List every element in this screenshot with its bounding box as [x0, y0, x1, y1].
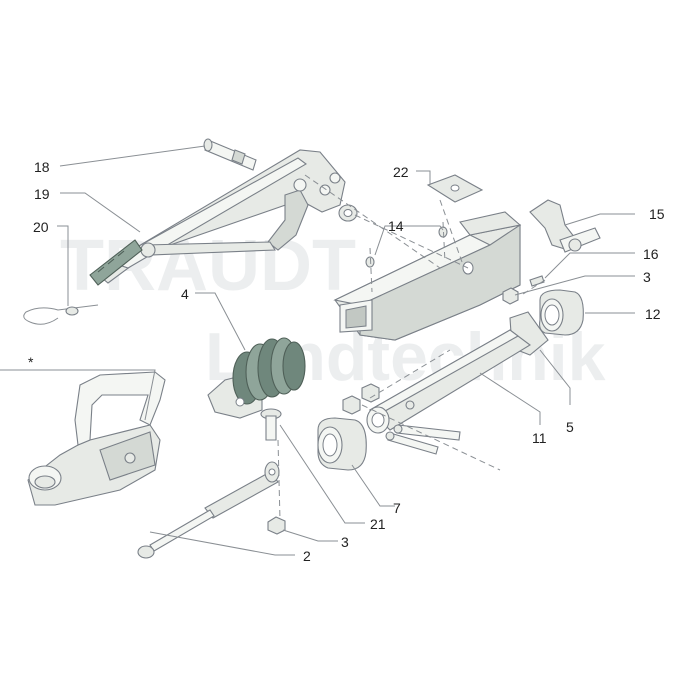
part-7-bushing — [317, 417, 367, 471]
label-22: 22 — [393, 164, 409, 180]
part-4-bellows — [207, 337, 306, 419]
label-3-lower: 3 — [341, 534, 349, 550]
part-2-shock-absorber — [137, 461, 280, 559]
label-15: 15 — [649, 206, 665, 222]
label-4: 4 — [181, 286, 189, 302]
label-18: 18 — [34, 159, 50, 175]
part-21-bolt — [260, 408, 282, 441]
label-asterisk: * — [28, 354, 34, 370]
label-19: 19 — [34, 186, 50, 202]
part-3-nut-upper — [502, 287, 519, 305]
nuts-drawbar — [342, 383, 380, 415]
part-15-overrun-lever — [529, 199, 601, 253]
label-16: 16 — [643, 246, 659, 262]
label-12: 12 — [645, 306, 661, 322]
part-19-hand-brake-lever — [89, 149, 346, 286]
washer — [338, 204, 358, 222]
part-16-grease-nipple — [529, 275, 545, 287]
bolts — [385, 424, 461, 455]
part-12-bushing — [539, 289, 584, 336]
part-3-nut-lower — [267, 516, 286, 535]
label-3-upper: 3 — [643, 269, 651, 285]
part-18-pin — [203, 138, 257, 171]
label-7: 7 — [393, 500, 401, 516]
part-11-drawbar-tube — [366, 329, 531, 434]
label-5: 5 — [566, 419, 574, 435]
coupling-head — [27, 371, 166, 506]
label-20: 20 — [33, 219, 49, 235]
part-20-breakaway-cable — [23, 304, 99, 325]
label-21: 21 — [370, 516, 386, 532]
part-22-plate — [426, 174, 484, 203]
assembly-lines — [277, 174, 546, 521]
label-14: 14 — [388, 218, 404, 234]
part-14-housing — [333, 211, 522, 341]
label-2: 2 — [303, 548, 311, 564]
leader-lines — [0, 145, 635, 556]
label-11: 11 — [532, 430, 547, 446]
